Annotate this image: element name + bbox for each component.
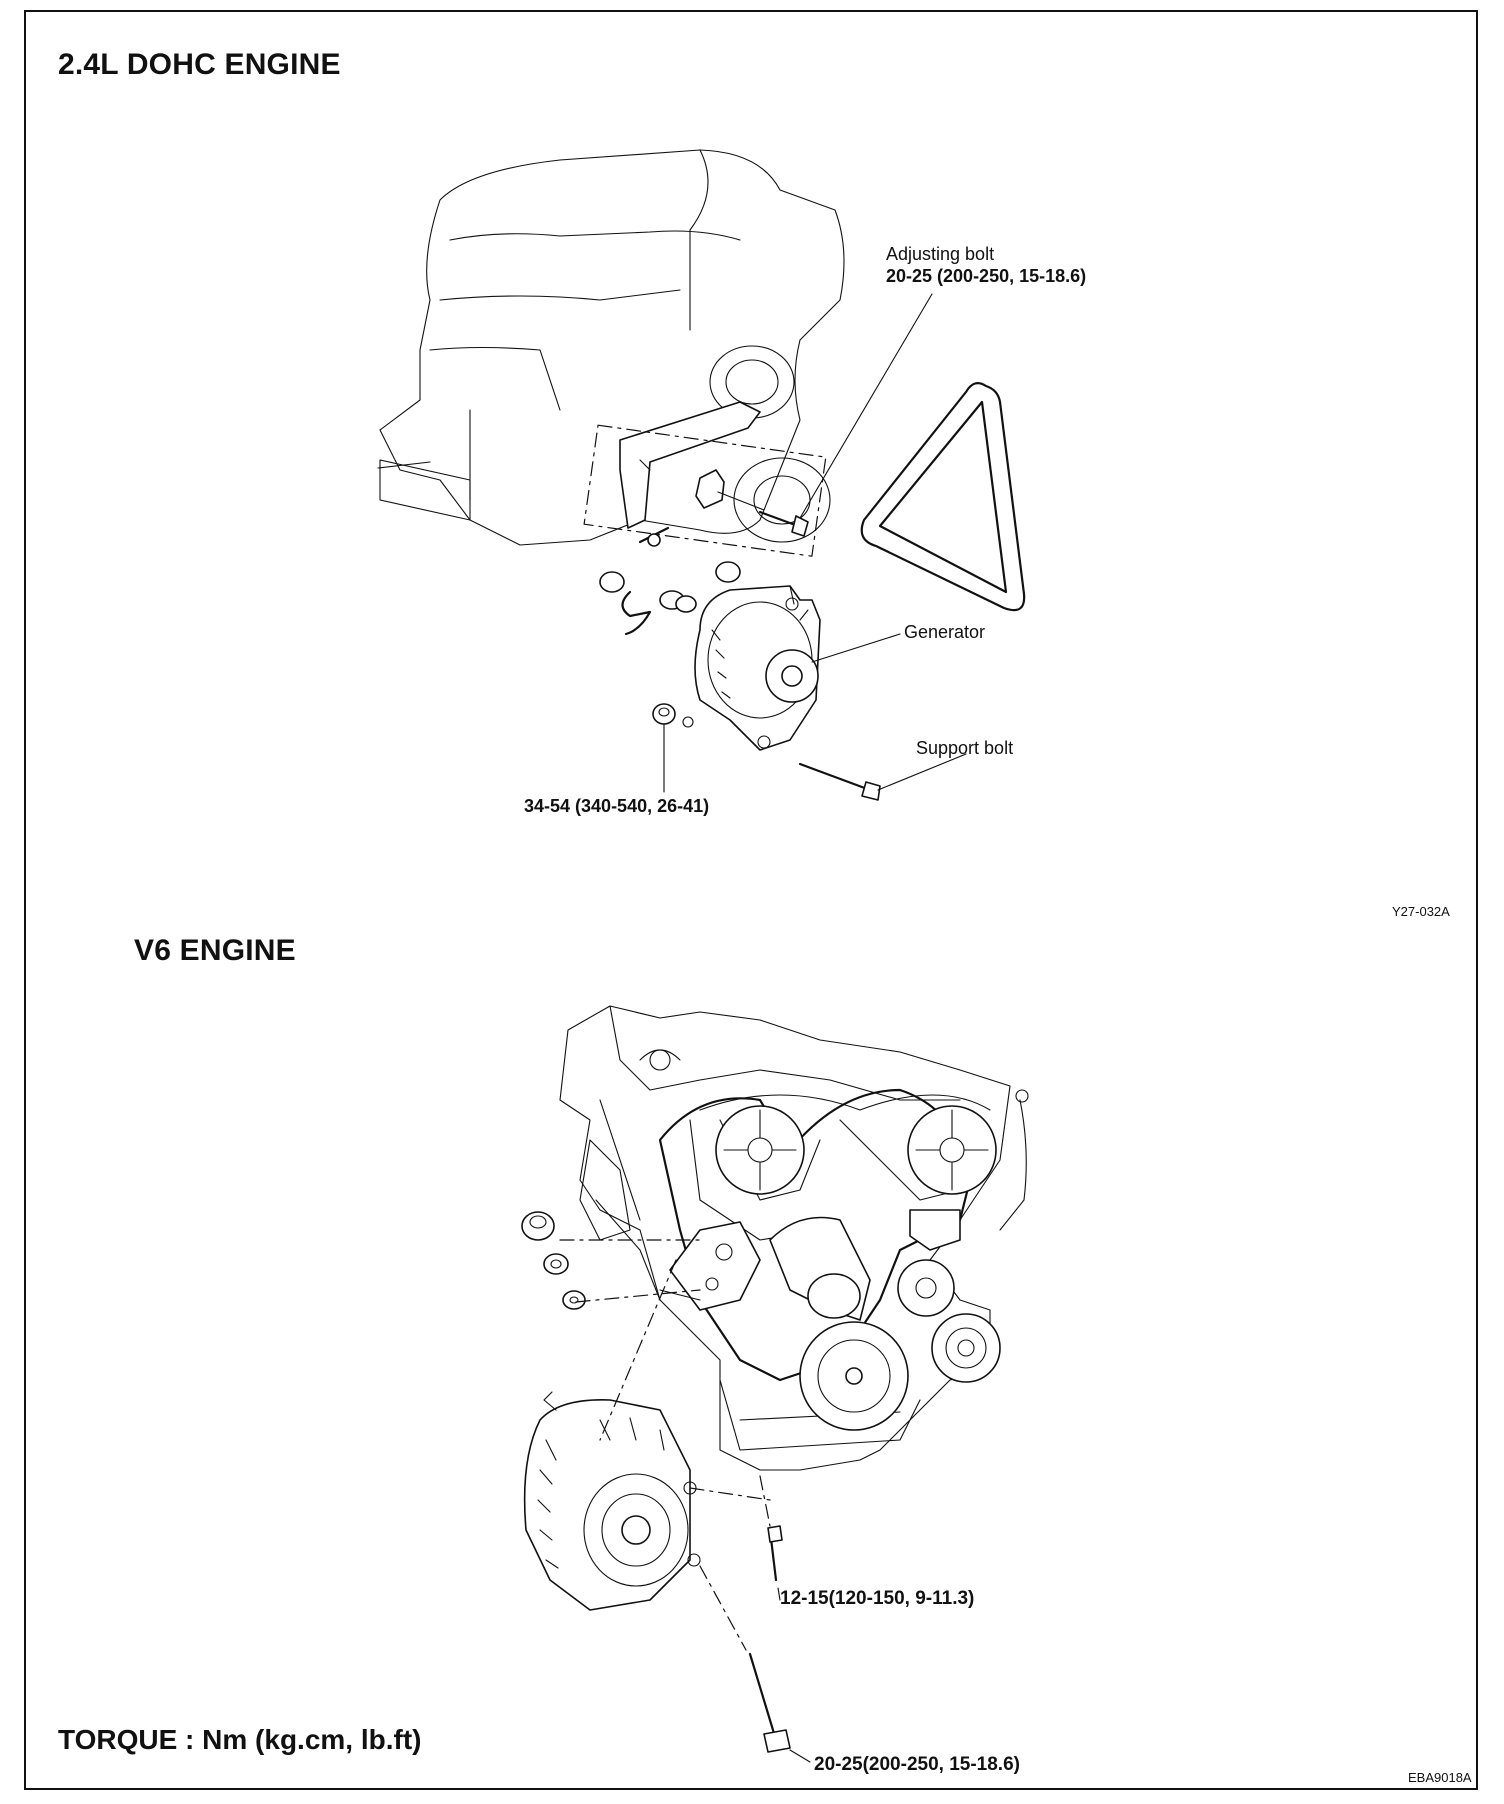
v6-generator (523, 1391, 701, 1611)
dohc-spacer-block (695, 469, 725, 509)
support-bolt-part (798, 762, 881, 801)
dohc-engine-block (377, 149, 845, 546)
adjusting-bolt-label: Adjusting bolt (886, 244, 995, 264)
title-dohc-engine: 2.4L DOHC ENGINE (58, 48, 341, 81)
v6-engine-block (559, 1005, 1011, 1471)
adjusting-bolt-torque: 20-25 (200-250, 15-18.6) (886, 266, 1087, 286)
v6-upper-bolt (767, 1525, 783, 1582)
support-bolt-label: Support bolt (916, 738, 1014, 758)
figure-code-top: Y27-032A (1392, 904, 1450, 919)
v6-generator-bracket (659, 1221, 761, 1311)
v6-crank-pulley (799, 1321, 909, 1431)
v6-long-bolt (748, 1652, 791, 1753)
v6-water-pump-housing (769, 1216, 871, 1321)
support-bolt-torque: 34-54 (340-540, 26-41) (524, 796, 710, 816)
dohc-leader-lines (663, 293, 967, 793)
v6-leader-lines (777, 1587, 811, 1763)
upper-bolt-torque: 12-15(120-150, 9-11.3) (780, 1588, 975, 1609)
v6-right-bracket (909, 1089, 1029, 1251)
v6-washers-and-nut (521, 1211, 586, 1310)
generator-label: Generator (904, 622, 986, 642)
title-v6-engine: V6 ENGINE (134, 934, 296, 967)
dohc-washers-and-bushings (599, 561, 741, 636)
figure-code-bottom: EBA9018A (1408, 1770, 1472, 1785)
adjusting-bolt-part (717, 491, 809, 537)
dohc-bracket (583, 401, 827, 557)
v6-alignment-lines (559, 1239, 771, 1651)
torque-units-note: TORQUE : Nm (kg.cm, lb.ft) (58, 1724, 422, 1755)
v6-idler-pulleys (897, 1259, 1001, 1383)
generator-part (682, 585, 821, 751)
v6-cam-pulleys (715, 1105, 997, 1195)
lower-bolt-torque: 20-25(200-250, 15-18.6) (814, 1754, 1020, 1775)
dohc-small-bolt (638, 526, 670, 547)
drive-belt (860, 381, 1026, 612)
v6-timing-belt (658, 1088, 972, 1382)
dohc-nut (652, 703, 676, 725)
page-frame (24, 10, 1478, 1790)
